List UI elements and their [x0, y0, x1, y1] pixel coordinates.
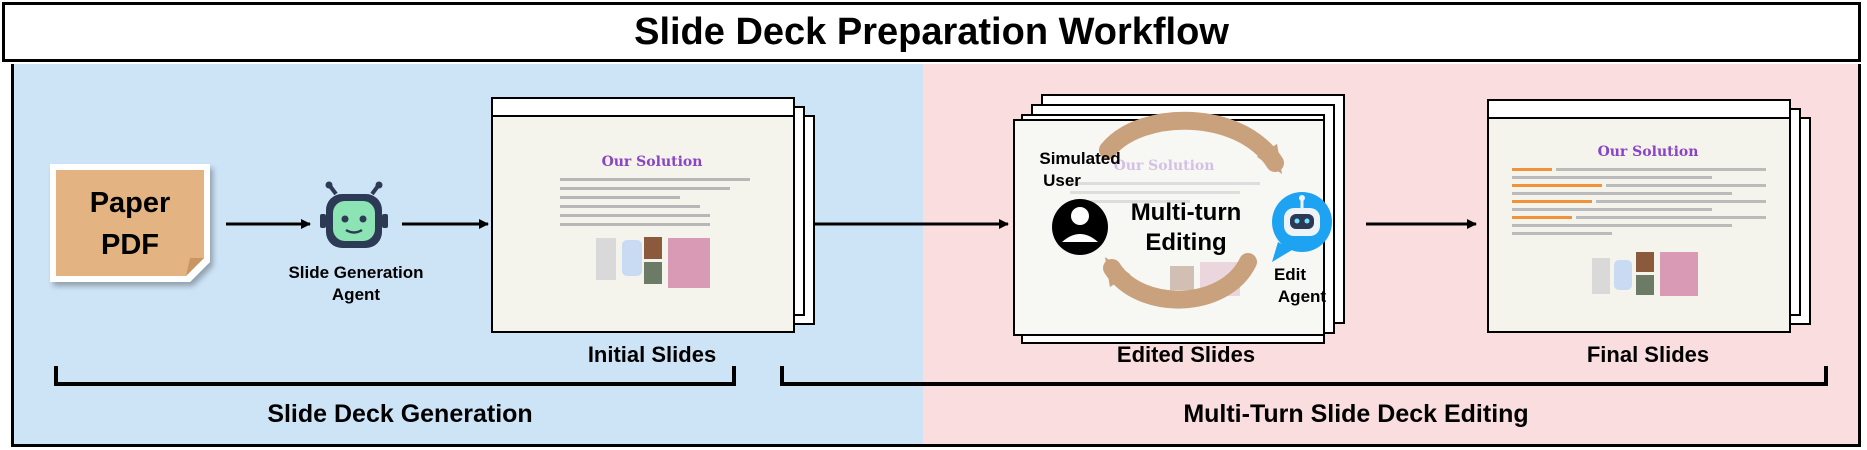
final-slides-label: Final Slides: [1587, 342, 1709, 367]
user-icon: [1052, 199, 1108, 255]
edited-slide-text: [1070, 182, 1260, 203]
final-slide-text: [1512, 168, 1766, 235]
final-slide-figures: [1592, 252, 1698, 296]
paper-pdf-icon: [50, 164, 210, 282]
pdf-line-1: Paper: [90, 187, 171, 219]
pdf-line-2: PDF: [101, 229, 159, 261]
diagram-title: Slide Deck Preparation Workflow: [2, 2, 1861, 62]
editing-label-2: Editing: [1145, 229, 1226, 256]
agent-label-1: Slide Generation: [288, 263, 423, 282]
initial-slide-text: [560, 178, 750, 226]
editing-stage-label: Multi-Turn Slide Deck Editing: [1183, 400, 1528, 428]
robot-icon: [320, 181, 388, 248]
agent-label-2: Agent: [332, 285, 381, 304]
user-label-1: Simulated: [1039, 149, 1120, 168]
generation-stage-label: Slide Deck Generation: [267, 400, 532, 428]
loop-arrow-top: [1099, 111, 1284, 174]
editing-bracket: [780, 366, 1828, 386]
edit-agent-label-2: Agent: [1278, 287, 1327, 306]
edited-slides-label: Edited Slides: [1117, 342, 1255, 367]
edit-agent-label-1: Edit: [1274, 265, 1306, 284]
initial-slides-label: Initial Slides: [588, 342, 716, 367]
user-label-2: User: [1043, 171, 1081, 190]
editing-label-1: Multi-turn: [1131, 199, 1242, 226]
edit-agent-icon: [1272, 192, 1332, 262]
initial-slide-title: Our Solution: [602, 154, 703, 170]
final-slide-title: Our Solution: [1598, 144, 1699, 160]
loop-arrow-bottom: [1103, 253, 1257, 309]
initial-slide-figures: [596, 237, 710, 288]
edited-slide-title: Our Solution: [1114, 158, 1215, 174]
generation-bracket: [54, 366, 736, 386]
